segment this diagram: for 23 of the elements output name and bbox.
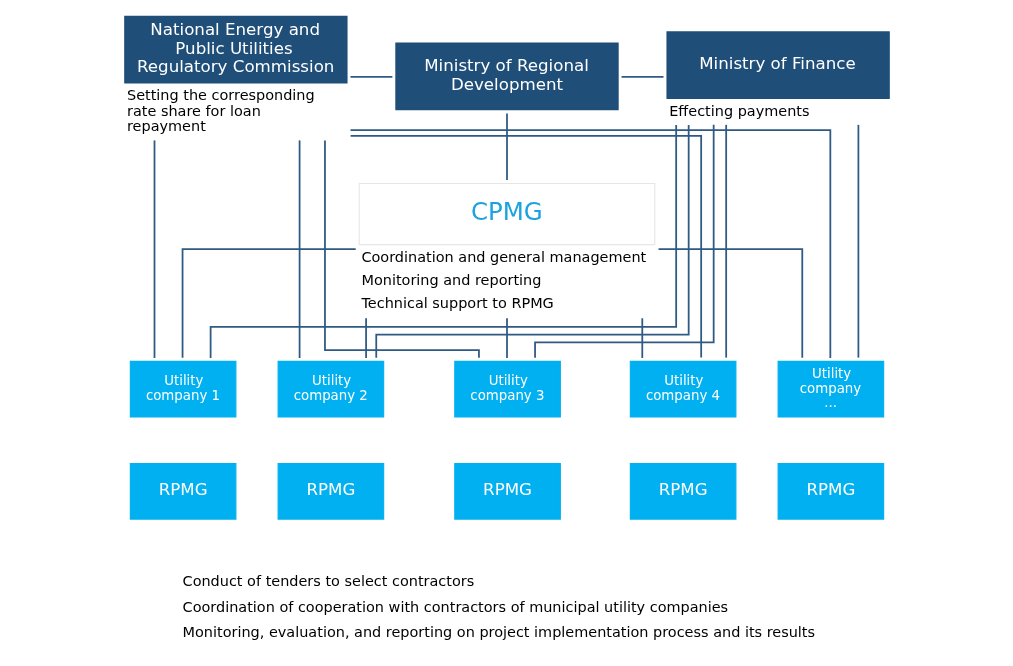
connector	[349, 129, 831, 359]
node-label: Technical support to RPMG	[360, 295, 554, 312]
connector	[857, 124, 859, 359]
connector	[505, 112, 508, 181]
connector	[349, 76, 393, 78]
node-label: Effecting payments	[668, 102, 810, 119]
connector	[181, 248, 357, 359]
connector	[323, 139, 480, 359]
node-label: Monitoring and reporting	[360, 272, 541, 289]
connector	[364, 317, 367, 359]
connector	[153, 139, 155, 359]
node-label: Coordination and general management	[360, 248, 646, 265]
connector	[505, 317, 508, 359]
connector	[724, 124, 727, 359]
connector	[640, 317, 643, 359]
connector	[657, 248, 803, 359]
node-label: Setting the corresponding rate share for loan repayment	[126, 87, 315, 135]
connector	[620, 76, 664, 78]
connector	[209, 124, 677, 359]
label: Conduct of tenders to select contractors	[182, 573, 474, 590]
label: Monitoring, evaluation, and reporting on project implementation process and its results	[182, 624, 815, 641]
label: Coordination of cooperation with contractors of municipal utility companies	[182, 598, 728, 615]
connector	[298, 139, 300, 359]
